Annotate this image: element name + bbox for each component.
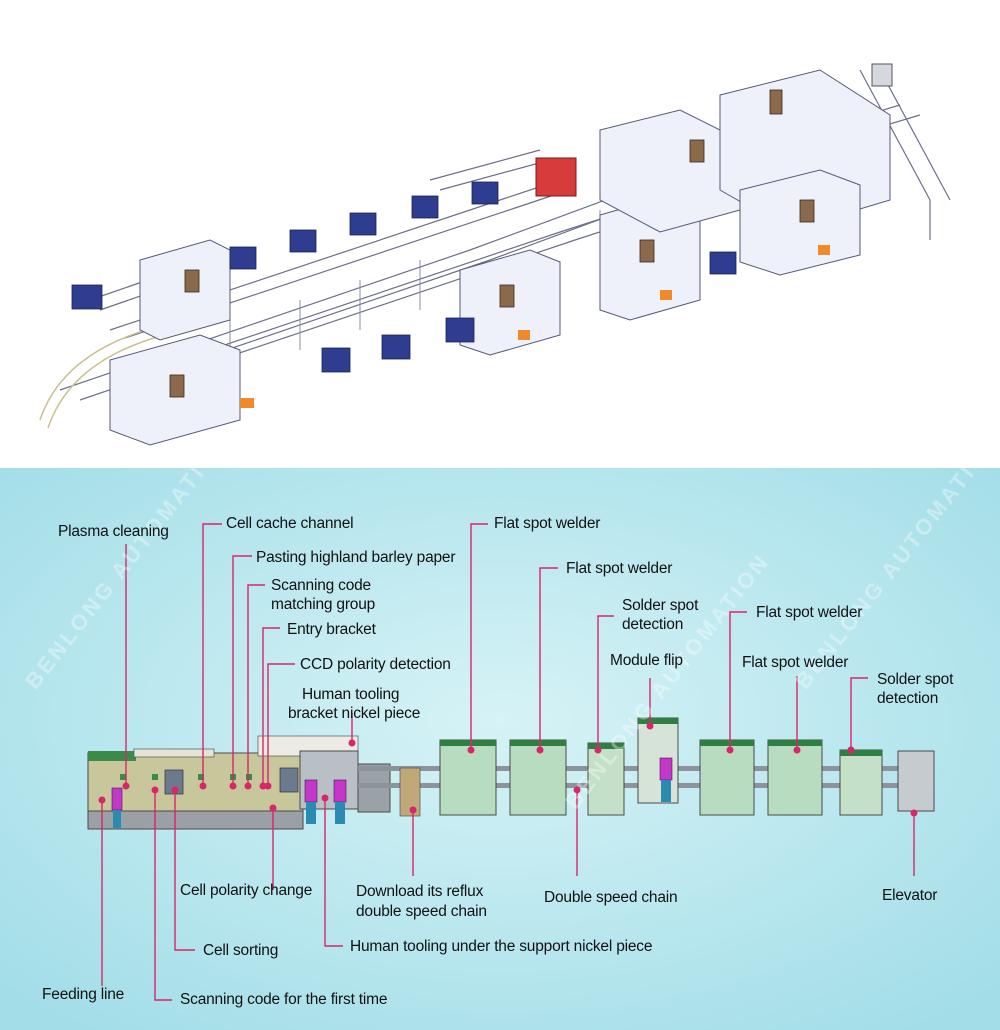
label-cell-polarity-change: Cell polarity change — [180, 882, 313, 899]
annotated-line-diagram — [0, 468, 1000, 1030]
label-solder-spot-detection-1: Solder spot — [622, 597, 699, 614]
label-flat-spot-welder-4: Flat spot welder — [742, 654, 849, 671]
label-download-reflux: Download its reflux — [356, 883, 484, 900]
label-cell-sorting: Cell sorting — [203, 942, 279, 959]
label-human-tooling-under: Human tooling under the support nickel p… — [350, 938, 653, 955]
label-plasma-cleaning: Plasma cleaning — [58, 523, 169, 540]
label-pasting-barley-paper: Pasting highland barley paper — [256, 549, 456, 566]
label-download-reflux-2: double speed chain — [356, 903, 487, 920]
label-human-tooling-bracket-2: bracket nickel piece — [288, 705, 421, 722]
label-flat-spot-welder-2: Flat spot welder — [566, 560, 673, 577]
label-entry-bracket: Entry bracket — [287, 621, 376, 638]
label-feeding-line: Feeding line — [42, 986, 125, 1003]
label-elevator: Elevator — [882, 887, 938, 904]
label-scanning-code-matching-2: matching group — [271, 596, 376, 613]
leader-dots — [98, 722, 918, 817]
label-flat-spot-welder-3: Flat spot welder — [756, 604, 863, 621]
label-ccd-polarity-detection: CCD polarity detection — [300, 656, 451, 673]
label-scanning-first-time: Scanning code for the first time — [180, 991, 388, 1008]
watermark: BENLONG AUTOMATION — [560, 548, 775, 814]
isometric-production-line-drawing — [0, 0, 1000, 468]
machine-row — [87, 717, 935, 830]
label-solder-spot-detection-1b: detection — [622, 616, 684, 633]
label-scanning-code-matching: Scanning code — [271, 577, 371, 594]
leader-lines — [101, 523, 915, 1001]
label-human-tooling-bracket: Human tooling — [302, 686, 400, 703]
label-double-speed-chain: Double speed chain — [544, 889, 678, 906]
label-flat-spot-welder-1: Flat spot welder — [494, 515, 601, 532]
workers — [111, 757, 673, 811]
label-module-flip: Module flip — [610, 652, 683, 669]
label-cell-cache-channel: Cell cache channel — [226, 515, 354, 532]
label-solder-spot-detection-2: Solder spot — [877, 671, 954, 688]
label-solder-spot-detection-2b: detection — [877, 690, 939, 707]
watermark: BENLONG AUTOMATION — [20, 428, 235, 694]
